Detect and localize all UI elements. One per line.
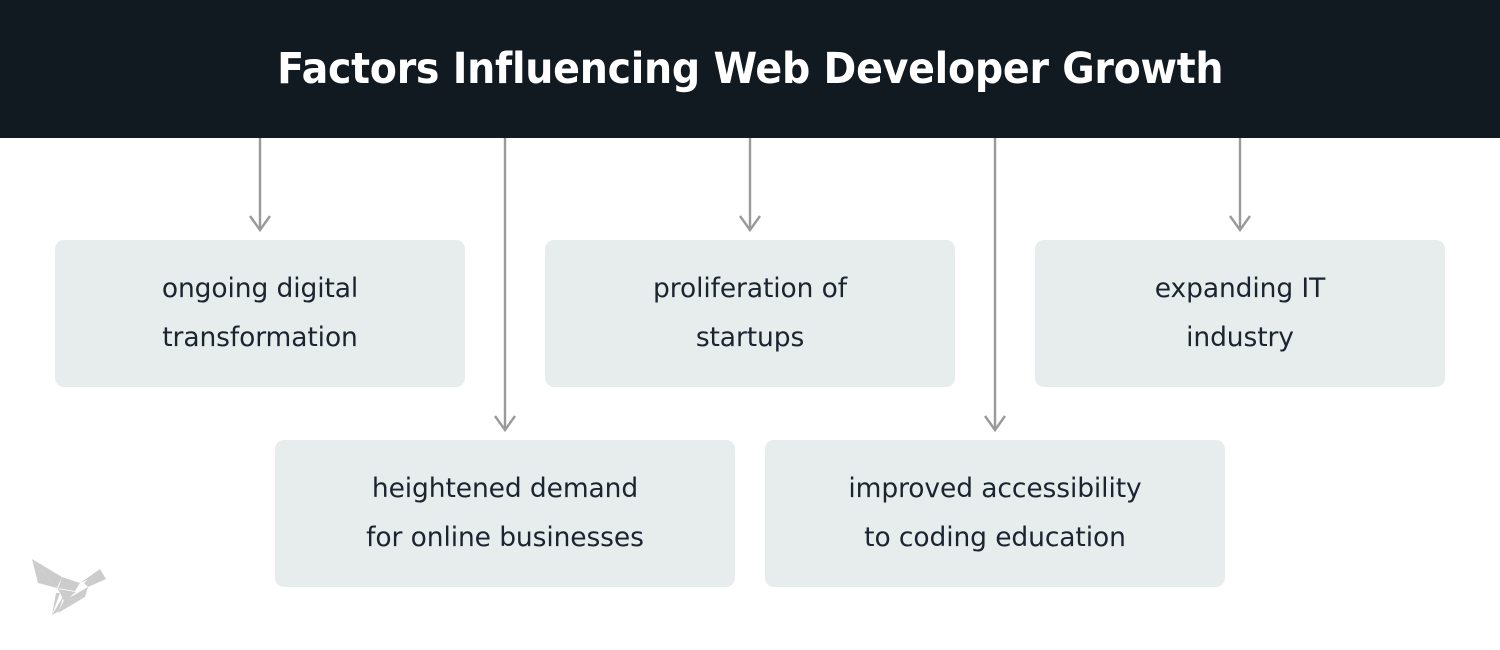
connector-arrow-2 [494, 138, 516, 433]
node-label: ongoing digital transformation [161, 273, 359, 353]
node-box-ongoing-digital-transformation[interactable]: ongoing digital transformation [55, 240, 465, 387]
node-box-improved-accessibility-to-coding-education[interactable]: improved accessibility to coding educati… [765, 440, 1225, 587]
connector-arrow-4 [984, 138, 1006, 433]
connector-arrow-1 [249, 138, 271, 233]
connector-arrow-3 [739, 138, 761, 233]
node-box-heightened-demand-for-online-businesses[interactable]: heightened demand for online businesses [275, 440, 735, 587]
page-title: Factors Influencing Web Developer Growth [276, 43, 1224, 94]
origami-bird-logo-icon [32, 559, 106, 615]
header-bar: Factors Influencing Web Developer Growth [0, 0, 1500, 138]
node-label: heightened demand for online businesses [366, 473, 644, 553]
node-label: improved accessibility to coding educati… [848, 473, 1142, 553]
node-box-expanding-it-industry[interactable]: expanding IT industry [1035, 240, 1445, 387]
node-label: proliferation of startups [653, 273, 847, 353]
connector-arrow-5 [1229, 138, 1251, 233]
node-label: expanding IT industry [1154, 273, 1326, 353]
node-box-proliferation-of-startups[interactable]: proliferation of startups [545, 240, 955, 387]
